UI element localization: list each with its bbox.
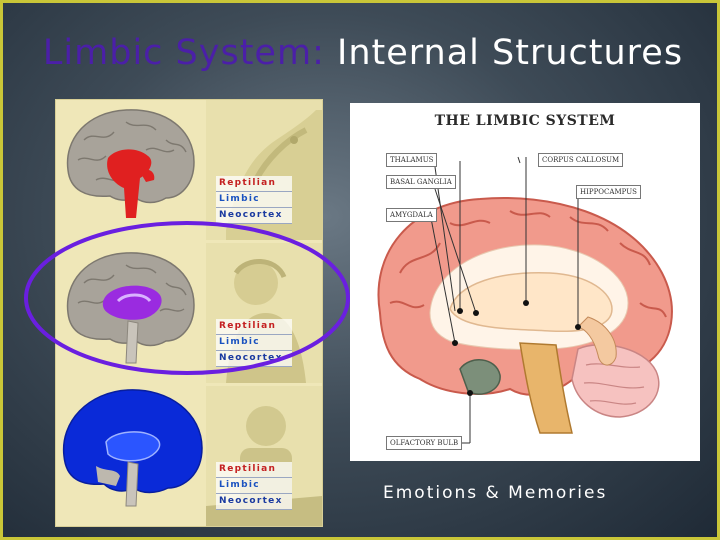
legend-neocortex: Neocortex [216, 494, 292, 510]
title-accent: Limbic System: [42, 33, 325, 73]
legend-limbic: Limbic [216, 192, 292, 208]
brain-cross-section-icon [377, 156, 673, 444]
legend-neocortex: Neocortex [216, 351, 292, 367]
legend-neocortex: Neocortex [216, 208, 292, 224]
brain-limbic-icon [66, 252, 195, 364]
slide-caption: Emotions & Memories [383, 483, 608, 503]
title-main: Internal Structures [337, 33, 684, 73]
neocortex-cell: Reptilian Limbic Neocortex [56, 386, 322, 526]
legend-reptilian: Reptilian [216, 462, 292, 478]
label-amygdala: AMYGDALA [386, 208, 437, 222]
legend-limbic: Limbic [216, 335, 292, 351]
limbic-diagram: THE LIMBIC SYSTEM [350, 103, 700, 461]
label-thalamus: THALAMUS [386, 153, 438, 167]
legend-limbic: Limbic [216, 478, 292, 494]
limbic-cell: Reptilian Limbic Neocortex [56, 243, 322, 383]
reptilian-cell: Reptilian Limbic Neocortex [56, 100, 322, 240]
legend-reptilian-emphasis: Reptilian Limbic Neocortex [216, 176, 292, 224]
legend-limbic-emphasis: Reptilian Limbic Neocortex [216, 319, 292, 367]
brain-reptilian-icon [66, 109, 195, 218]
label-olfactory-bulb: OLFACTORY BULB [386, 436, 463, 450]
diagram-title: THE LIMBIC SYSTEM [434, 113, 616, 129]
label-corpus-callosum: CORPUS CALLOSUM [538, 153, 624, 167]
label-hippocampus: HIPPOCAMPUS [576, 185, 641, 199]
legend-reptilian: Reptilian [216, 176, 292, 192]
triune-brain-panel: Reptilian Limbic Neocortex [55, 99, 323, 527]
label-basal-ganglia: BASAL GANGLIA [386, 175, 456, 189]
slide-title: Limbic System: Internal Structures [3, 33, 720, 73]
legend-neocortex-emphasis: Reptilian Limbic Neocortex [216, 462, 292, 510]
brain-neocortex-icon [62, 389, 203, 507]
legend-reptilian: Reptilian [216, 319, 292, 335]
